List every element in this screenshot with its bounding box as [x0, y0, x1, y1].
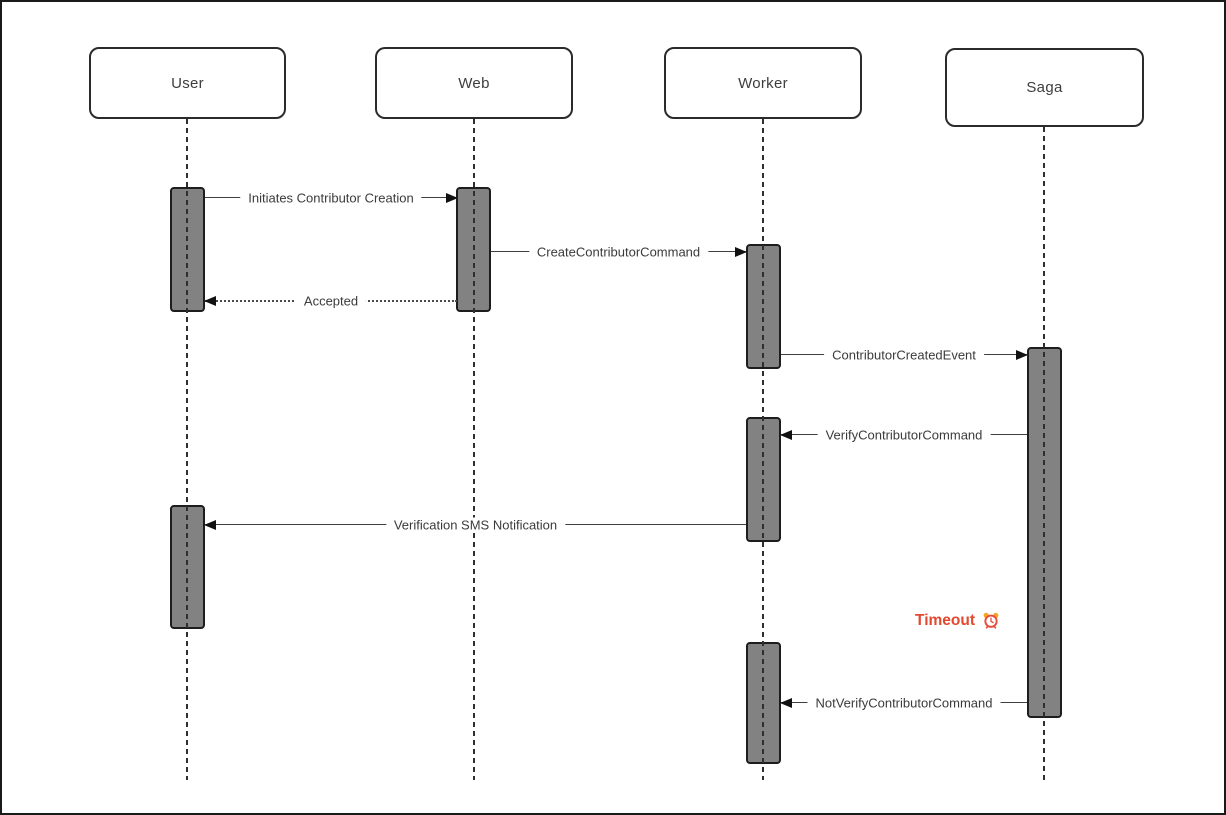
alarm-clock-icon: [982, 612, 1000, 630]
timeout-annotation: Timeout: [915, 612, 1000, 630]
lifeline-web: [473, 119, 475, 780]
message-not-verify-contributor-command: NotVerifyContributorCommand: [780, 695, 1027, 711]
message-label: NotVerifyContributorCommand: [807, 695, 1001, 711]
arrowhead-left-icon: [204, 296, 216, 306]
actor-web: Web: [375, 47, 573, 119]
message-accepted: Accepted: [204, 293, 457, 309]
lifeline-saga: [1043, 127, 1045, 780]
actor-web-label: Web: [458, 74, 490, 92]
message-label: ContributorCreatedEvent: [824, 347, 984, 363]
actor-worker-label: Worker: [738, 74, 788, 92]
message-label: Verification SMS Notification: [385, 517, 566, 533]
actor-saga: Saga: [945, 48, 1144, 127]
message-label: CreateContributorCommand: [528, 244, 709, 260]
timeout-label: Timeout: [915, 612, 975, 629]
arrowhead-right-icon: [1016, 350, 1028, 360]
message-create-contributor-command: CreateContributorCommand: [491, 244, 747, 260]
actor-worker: Worker: [664, 47, 862, 119]
message-contributor-created-event: ContributorCreatedEvent: [781, 347, 1028, 363]
message-label: Initiates Contributor Creation: [240, 190, 422, 206]
actor-user: User: [89, 47, 286, 119]
arrowhead-left-icon: [780, 698, 792, 708]
message-label: Accepted: [295, 293, 367, 309]
arrowhead-right-icon: [735, 247, 747, 257]
lifeline-user: [186, 119, 188, 780]
arrowhead-right-icon: [446, 193, 458, 203]
arrowhead-left-icon: [204, 520, 216, 530]
actor-saga-label: Saga: [1026, 79, 1063, 96]
actor-user-label: User: [171, 74, 204, 92]
lifeline-worker: [762, 119, 764, 780]
arrowhead-left-icon: [780, 430, 792, 440]
message-initiates-contributor-creation: Initiates Contributor Creation: [205, 190, 458, 206]
message-verify-contributor-command: VerifyContributorCommand: [780, 427, 1027, 443]
message-label: VerifyContributorCommand: [817, 427, 991, 443]
message-verification-sms-notification: Verification SMS Notification: [204, 517, 746, 533]
